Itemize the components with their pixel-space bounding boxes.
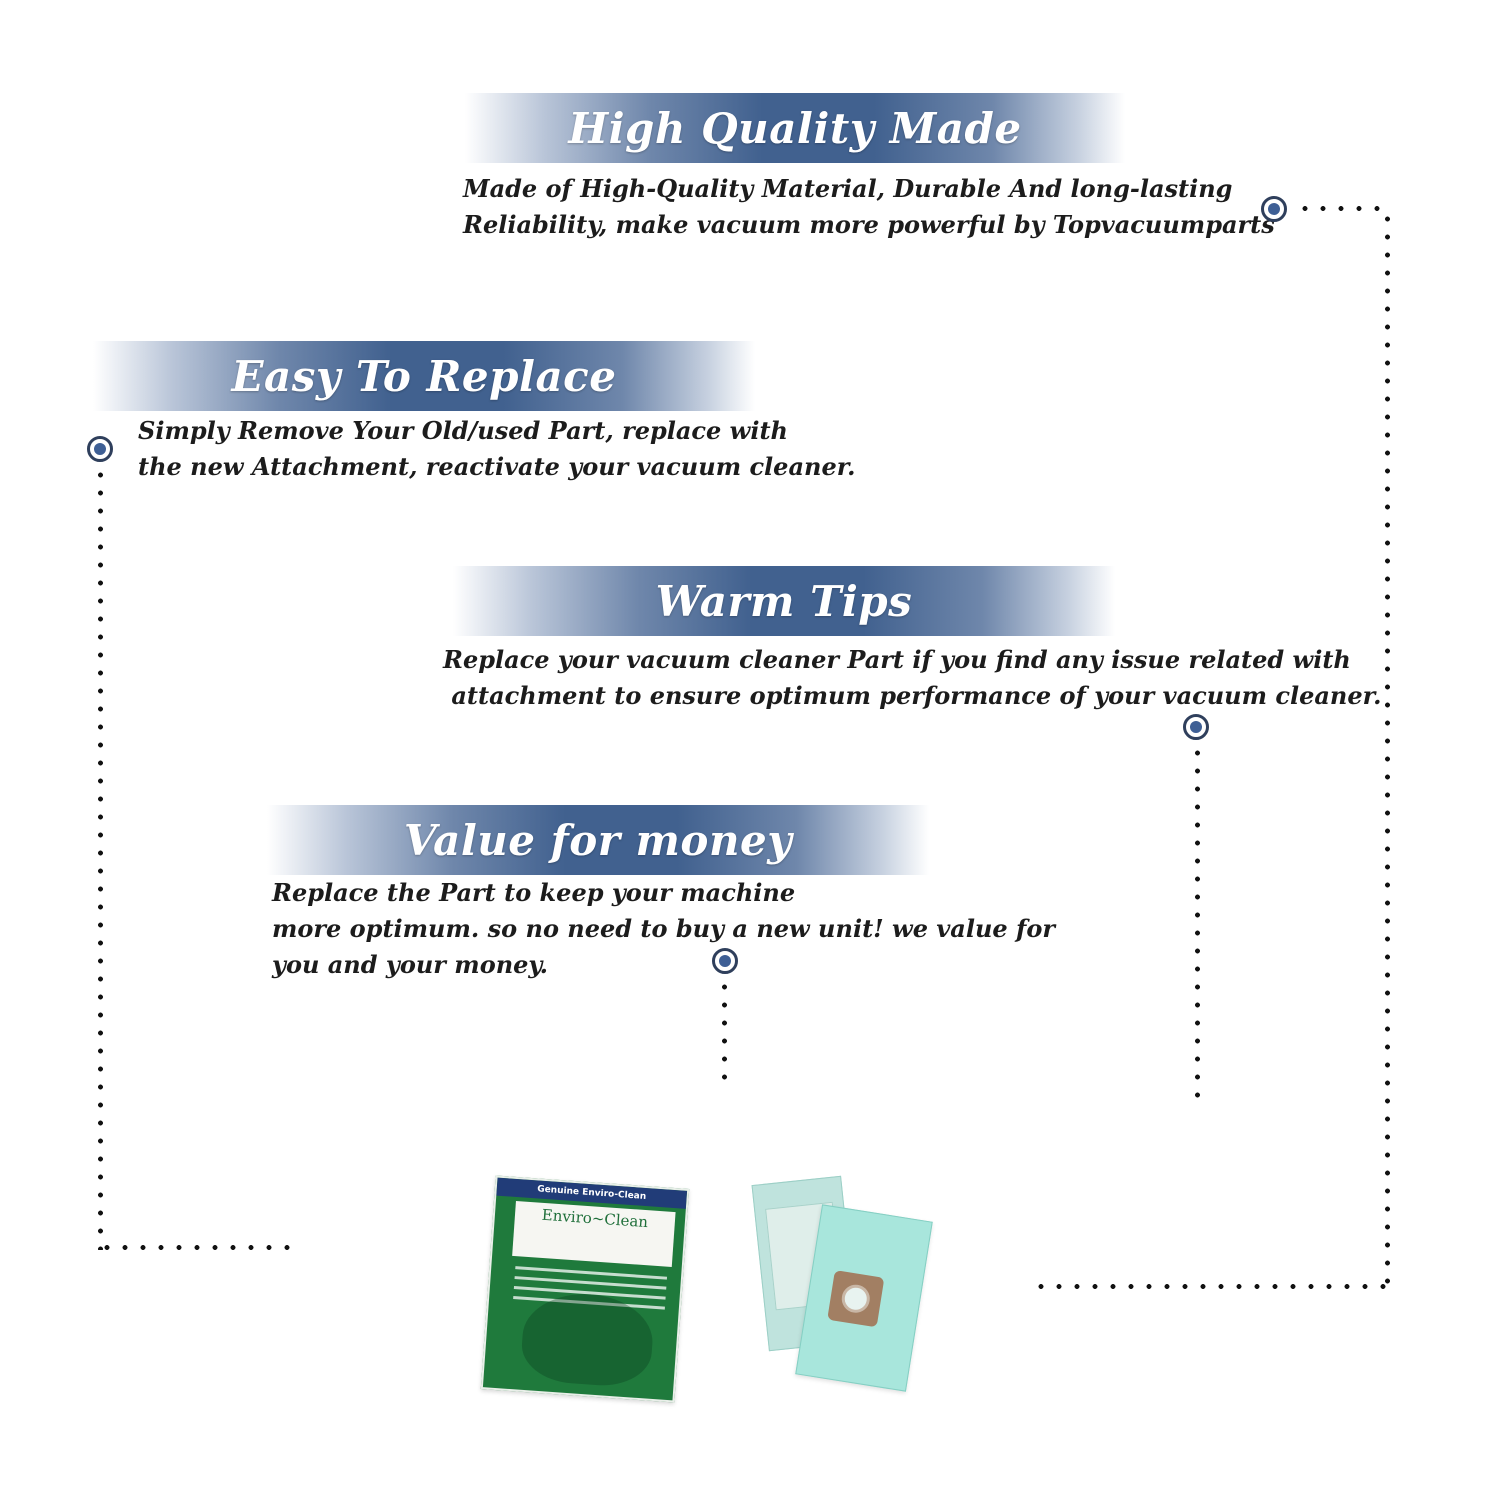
dotted-line — [1296, 206, 1390, 211]
banner-warm-tips: Warm Tips — [453, 566, 1115, 636]
marker-warm-tips — [1183, 714, 1209, 740]
description-warm-tips: Replace your vacuum cleaner Part if you … — [443, 642, 1381, 714]
description-high-quality: Made of High-Quality Material, Durable A… — [463, 171, 1275, 243]
description-easy-replace: Simply Remove Your Old/used Part, replac… — [138, 413, 856, 485]
banner-title: Value for money — [403, 815, 793, 865]
banner-title: Easy To Replace — [231, 351, 617, 401]
dotted-line — [1385, 210, 1390, 1292]
description-line: Replace the Part to keep your machine — [272, 878, 796, 907]
dotted-line — [722, 978, 727, 1092]
description-line: Simply Remove Your Old/used Part, replac… — [138, 416, 788, 445]
banner-title: High Quality Made — [568, 103, 1022, 153]
marker-value-money — [712, 948, 738, 974]
product-bag-package-image: Genuine Enviro-Clean Enviro~Clean — [480, 1175, 690, 1403]
dotted-line — [98, 466, 103, 1250]
bag-collar — [827, 1270, 885, 1328]
dotted-line — [98, 1245, 302, 1250]
description-line: Replace your vacuum cleaner Part if you … — [443, 645, 1351, 674]
dotted-line — [1195, 744, 1200, 1108]
dotted-line — [1032, 1284, 1390, 1289]
banner-easy-replace: Easy To Replace — [93, 341, 755, 411]
description-line: more optimum. so no need to buy a new un… — [272, 914, 1055, 943]
description-line: you and your money. — [272, 950, 548, 979]
banner-high-quality: High Quality Made — [465, 93, 1125, 163]
description-line: Reliability, make vacuum more powerful b… — [463, 210, 1275, 239]
banner-title: Warm Tips — [655, 576, 913, 626]
package-brand: Enviro~Clean — [512, 1200, 676, 1267]
marker-easy-replace — [87, 436, 113, 462]
description-value-money: Replace the Part to keep your machine mo… — [272, 875, 1055, 983]
marker-high-quality — [1261, 196, 1287, 222]
banner-value-money: Value for money — [267, 805, 929, 875]
description-line: the new Attachment, reactivate your vacu… — [138, 452, 856, 481]
description-line: Made of High-Quality Material, Durable A… — [463, 174, 1233, 203]
description-line: attachment to ensure optimum performance… — [443, 681, 1382, 710]
